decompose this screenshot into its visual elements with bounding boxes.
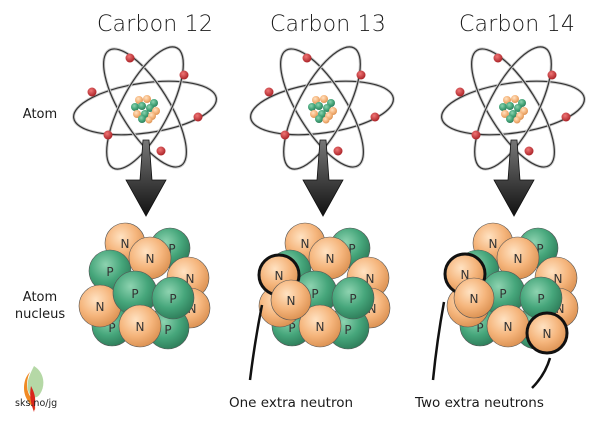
pointer-line [531, 357, 552, 389]
row-label-nucleus: Atom nucleus [14, 290, 66, 322]
nucleus-carbon-12 [78, 222, 211, 350]
svg-text:N: N [287, 294, 296, 308]
svg-text:N: N [543, 327, 552, 341]
caption-one-extra-neutron: One extra neutron [229, 395, 354, 411]
pointer-line [248, 304, 264, 381]
svg-text:N: N [461, 268, 470, 282]
logo-flame-icon [24, 366, 44, 412]
svg-text:N: N [470, 292, 479, 306]
title-carbon-13: Carbon 13 [269, 12, 387, 37]
nucleus-carbon-14: N N N [443, 222, 579, 355]
title-carbon-12: Carbon 12 [96, 12, 214, 37]
row-label-atom: Atom [22, 107, 58, 122]
logo-text: sks.no/jg [15, 398, 58, 409]
svg-text:N: N [275, 269, 284, 283]
pointer-line [431, 301, 446, 381]
caption-two-extra-neutrons: Two extra neutrons [415, 395, 544, 411]
title-carbon-14: Carbon 14 [458, 12, 576, 37]
nucleus-carbon-13: N N [257, 222, 391, 350]
